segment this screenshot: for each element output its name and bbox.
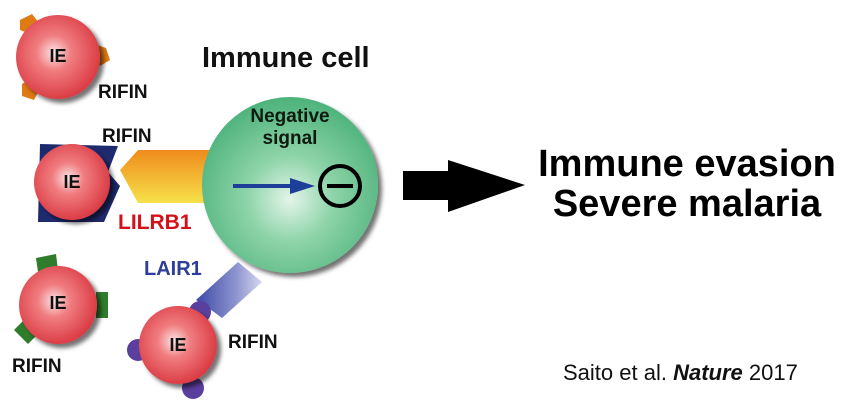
ie-cell-body <box>139 306 217 384</box>
ie-cell-2 <box>34 144 120 222</box>
citation-year: 2017 <box>748 360 798 385</box>
rifin-label-1: RIFIN <box>98 82 148 103</box>
citation: Saito et al. Nature 2017 <box>563 360 798 386</box>
rifin-label-2: RIFIN <box>102 126 152 147</box>
ie-cell-4 <box>127 301 217 399</box>
negative-signal-line1: Negative <box>250 106 330 127</box>
lilrb1-label: LILRB1 <box>118 211 192 234</box>
outcome-text: Immune evasion Severe malaria <box>522 144 848 224</box>
lilrb1-receptor <box>120 150 215 203</box>
citation-journal: Nature <box>673 360 743 385</box>
rifin-knob-green <box>14 318 40 344</box>
lair1-receptor <box>196 262 262 318</box>
lair1-label: LAIR1 <box>144 258 202 280</box>
ie-cell-body <box>19 266 97 344</box>
ie-cell-body <box>16 15 100 99</box>
ie-cell-1 <box>16 14 110 100</box>
ie-label-3: IE <box>49 293 67 313</box>
citation-authors: Saito et al. <box>563 360 667 385</box>
rifin-label-3: RIFIN <box>12 356 62 377</box>
signal-arrow-icon <box>233 178 315 194</box>
outcome-arrow-icon <box>403 160 525 212</box>
ie-label-1: IE <box>49 46 67 66</box>
negative-signal-icon <box>318 164 362 208</box>
outcome-line2: Severe malaria <box>552 183 822 225</box>
negative-signal-label: Negative signal <box>238 106 342 150</box>
rifin-knob-green <box>96 292 108 318</box>
outcome-line1: Immune evasion <box>538 143 836 185</box>
ie-label-2: IE <box>63 172 81 192</box>
negative-signal-line2: signal <box>262 128 318 149</box>
ie-cell-body <box>34 144 110 220</box>
immune-cell-title: Immune cell <box>202 42 370 74</box>
rifin-label-4: RIFIN <box>228 332 278 353</box>
ie-label-4: IE <box>169 335 187 355</box>
ie-cell-3 <box>14 254 108 344</box>
